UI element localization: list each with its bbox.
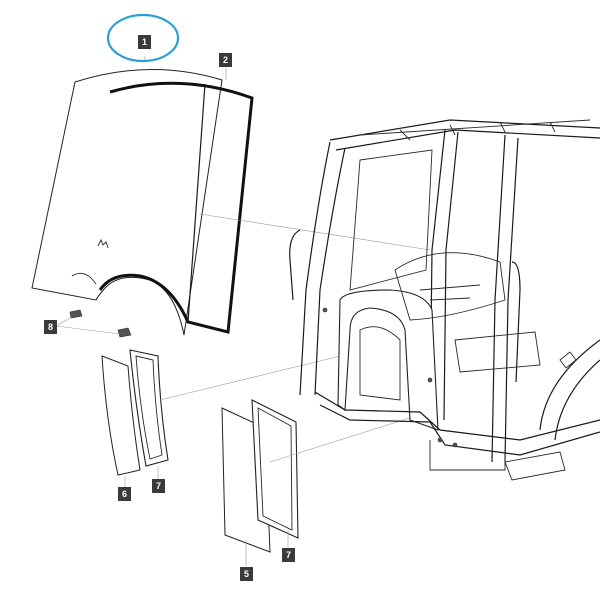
callout-8-label: 8 bbox=[48, 322, 53, 332]
callout-2-label: 2 bbox=[223, 55, 228, 65]
callout-2[interactable]: 2 bbox=[219, 53, 232, 67]
callout-8[interactable]: 8 bbox=[44, 320, 57, 334]
callout-6[interactable]: 6 bbox=[118, 487, 131, 501]
part-7-door-seal-b[interactable] bbox=[251, 399, 299, 539]
callout-6-label: 6 bbox=[122, 489, 127, 499]
callout-7-lower[interactable]: 7 bbox=[282, 548, 295, 562]
part-1-rear-glass[interactable] bbox=[31, 68, 223, 336]
callout-5[interactable]: 5 bbox=[240, 567, 253, 581]
callout-7-upper[interactable]: 7 bbox=[152, 479, 165, 493]
part-8-hinges[interactable] bbox=[69, 309, 132, 338]
callout-7-upper-label: 7 bbox=[156, 481, 161, 491]
part-7-side-seal-a[interactable] bbox=[129, 349, 169, 467]
callout-7-lower-label: 7 bbox=[286, 550, 291, 560]
callout-1[interactable]: 1 bbox=[138, 35, 151, 49]
cab-frame bbox=[289, 119, 600, 481]
callout-1-label: 1 bbox=[142, 37, 147, 47]
callout-5-label: 5 bbox=[244, 569, 249, 579]
part-6-side-glass[interactable] bbox=[101, 355, 141, 476]
part-2-rear-frame[interactable] bbox=[98, 81, 254, 334]
leader-lines bbox=[55, 56, 436, 566]
highlight-ellipse bbox=[106, 13, 180, 63]
